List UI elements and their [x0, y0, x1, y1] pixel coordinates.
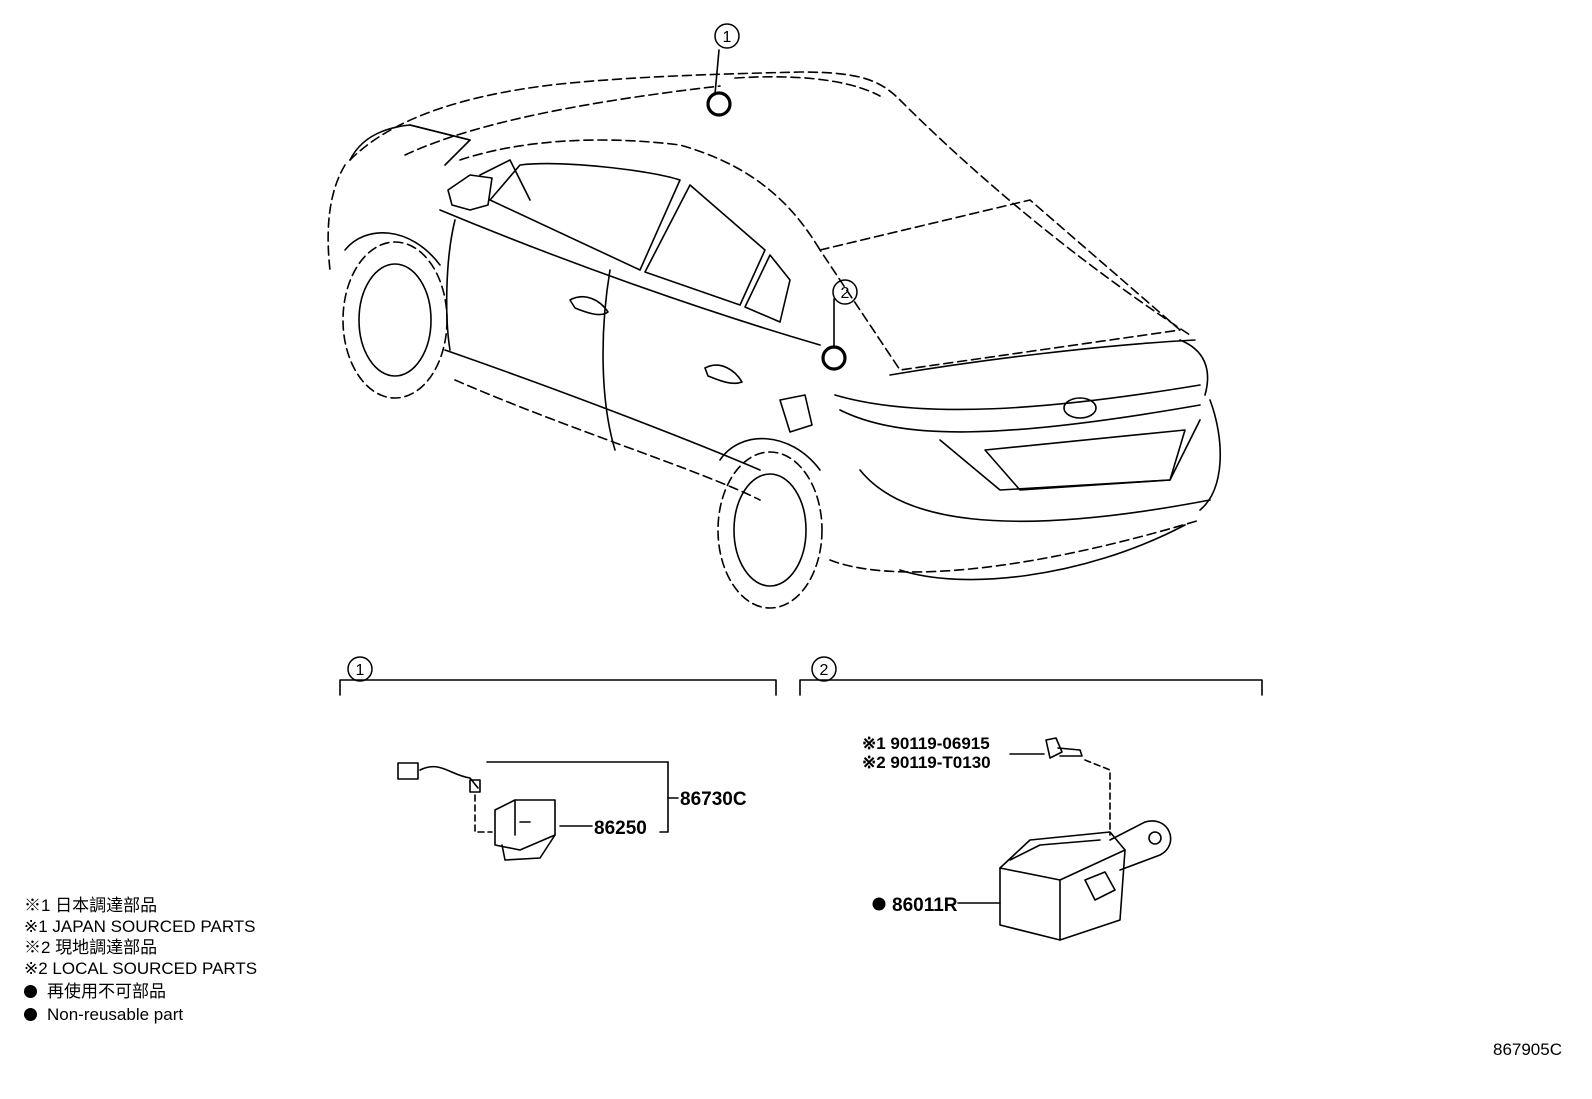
legend-non-reusable-jp: 再使用不可部品 [47, 982, 166, 1001]
legend: ※1 日本調達部品 ※1 JAPAN SOURCED PARTS ※2 現地調達… [24, 895, 257, 1025]
section-2-number: 2 [820, 662, 829, 679]
vehicle-illustration [327, 49, 1222, 609]
section-1-number: 1 [356, 662, 365, 679]
roof-callout-number: 1 [723, 29, 732, 46]
roof-callout: 1 [714, 23, 740, 49]
part-number-bolt-local[interactable]: ※2 90119-T0130 [862, 753, 991, 772]
legend-japan-sourced-jp: ※1 日本調達部品 [24, 896, 158, 915]
non-reusable-dot-icon [872, 897, 886, 911]
legend-non-reusable-en: Non-reusable part [47, 1005, 184, 1024]
part-number-86730c[interactable]: 86730C [680, 789, 747, 810]
legend-local-sourced-jp: ※2 現地調達部品 [24, 938, 158, 957]
non-reusable-dot-icon [24, 1008, 37, 1021]
section-1-frame [339, 679, 777, 696]
section-2-frame [799, 679, 1263, 696]
part-number-86011r[interactable]: 86011R [892, 895, 958, 916]
part-number-86250[interactable]: 86250 [594, 818, 647, 839]
non-reusable-dot-icon [24, 985, 37, 998]
harness-drawing [397, 761, 679, 861]
part-number-bolt-japan[interactable]: ※1 90119-06915 [862, 734, 990, 753]
legend-japan-sourced-en: ※1 JAPAN SOURCED PARTS [24, 917, 256, 936]
section-1-callout: 1 [347, 656, 373, 682]
receiver-drawing [957, 737, 1172, 941]
trunk-callout: 2 [832, 279, 858, 305]
section-2-callout: 2 [811, 656, 837, 682]
trunk-callout-number: 2 [841, 285, 850, 302]
legend-local-sourced-en: ※2 LOCAL SOURCED PARTS [24, 959, 258, 978]
diagram-code: 867905C [1492, 1040, 1562, 1059]
legend-non-reusable-jp-row: 再使用不可部品 [24, 981, 257, 1002]
legend-non-reusable-en-row: Non-reusable part [24, 1004, 257, 1025]
